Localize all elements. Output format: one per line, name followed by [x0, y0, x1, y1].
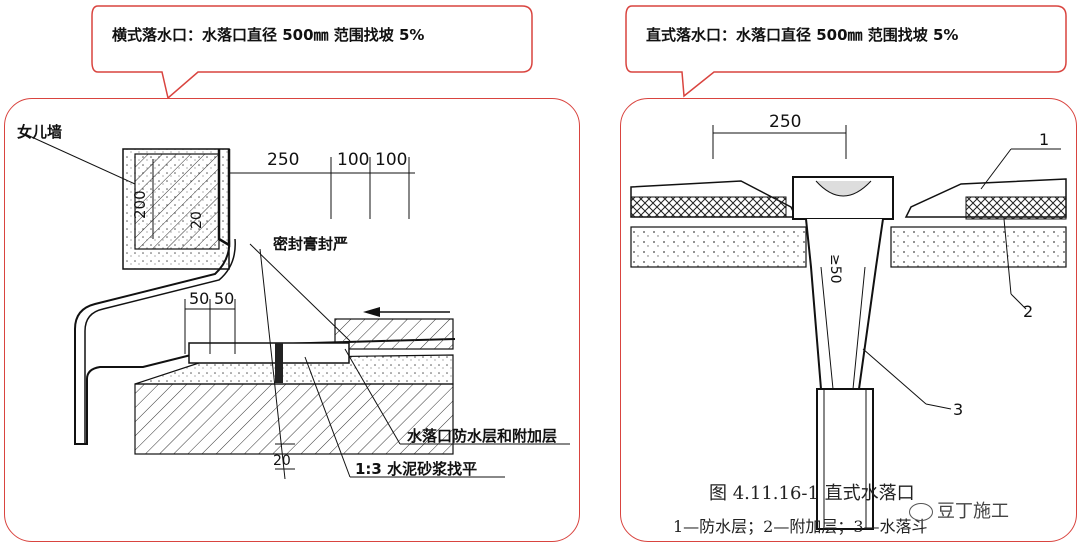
right-callout-bubble: [625, 5, 1067, 98]
right-detail-panel: 250 ≥50 1 2 3 图 4.11.16-1 直式水落口 1—防水层；2—…: [620, 98, 1077, 542]
watermark-text: 豆丁施工: [937, 501, 1009, 522]
figure-caption-title: 图 4.11.16-1 直式水落口: [709, 483, 915, 504]
label-dim-20: 20: [189, 211, 205, 229]
horizontal-drain-diagram: 女儿墙 250 100 100 200 20 密封膏封严 50 50 20 水落…: [17, 123, 570, 480]
label-mortar: 1:3 水泥砂浆找平: [355, 460, 477, 478]
vertical-drain-diagram: 250 ≥50 1 2 3: [630, 112, 1067, 530]
right-callout-text: 直式落水口：水落口直径 500㎜ 范围找坡 5%: [646, 26, 959, 44]
wechat-icon: [909, 503, 933, 521]
watermark: 豆丁施工: [909, 497, 1009, 523]
label-dim-200: 200: [131, 190, 149, 219]
left-callout-text: 横式落水口：水落口直径 500㎜ 范围找坡 5%: [112, 26, 425, 44]
label-parapet: 女儿墙: [17, 123, 62, 141]
label-sealant: 密封膏封严: [273, 235, 348, 253]
label-num-2: 2: [1023, 302, 1033, 321]
label-dim-50b: 50: [214, 289, 234, 308]
figure-caption-legend: 1—防水层；2—附加层；3—水落斗: [673, 517, 928, 536]
label-dim-50-right: ≥50: [827, 254, 843, 284]
left-detail-panel: 女儿墙 250 100 100 200 20 密封膏封严 50 50 20 水落…: [4, 98, 580, 542]
label-waterproof: 水落口防水层和附加层: [407, 427, 557, 445]
label-dim-100a: 100: [337, 150, 369, 170]
label-dim-20b: 20: [273, 453, 291, 469]
label-num-1: 1: [1039, 130, 1049, 149]
label-dim-50a: 50: [189, 289, 209, 308]
label-num-3: 3: [953, 400, 963, 419]
label-dim-100b: 100: [375, 150, 407, 170]
left-callout-bubble: [91, 5, 533, 100]
label-dim-250-right: 250: [769, 112, 801, 132]
label-dim-250: 250: [267, 150, 299, 170]
